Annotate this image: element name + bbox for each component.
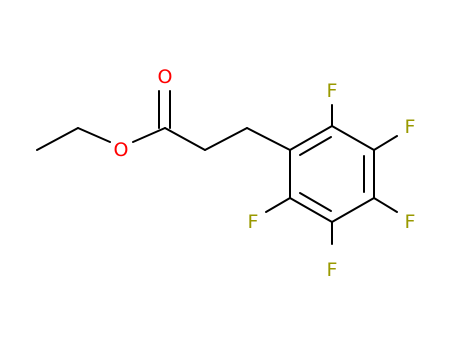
carbonyl-oxygen-label: O	[158, 66, 173, 88]
ring-bond-5	[289, 197, 333, 223]
fluorine-left-label: F	[248, 211, 259, 233]
bond-c-f-left	[265, 197, 291, 213]
fluorine-bottom-label: F	[327, 259, 338, 281]
ester-oxygen-label: O	[114, 139, 129, 161]
bond-ch2-ring	[246, 127, 291, 151]
bond-ethyl-ch3-ch2	[36, 127, 79, 151]
bond-ch2-ch2	[204, 127, 248, 151]
ring-bond-1	[289, 125, 333, 151]
ring-bond-4	[331, 197, 375, 223]
fluorine-upper-right-label: F	[405, 116, 416, 138]
bond-c-f-upper-right	[373, 135, 398, 151]
fluorine-top-label: F	[327, 80, 338, 102]
ring-inner-bond-3	[299, 192, 332, 212]
ring-inner-bond-1	[299, 136, 332, 156]
bond-ethyl-ch2-o	[77, 127, 111, 143]
bond-carbonyl-ch2	[164, 127, 206, 151]
ring-bond-2	[331, 125, 375, 151]
bond-c-f-lower-right	[373, 197, 398, 213]
fluorine-lower-right-label: F	[405, 211, 416, 233]
bond-o-carbonyl	[132, 127, 166, 143]
